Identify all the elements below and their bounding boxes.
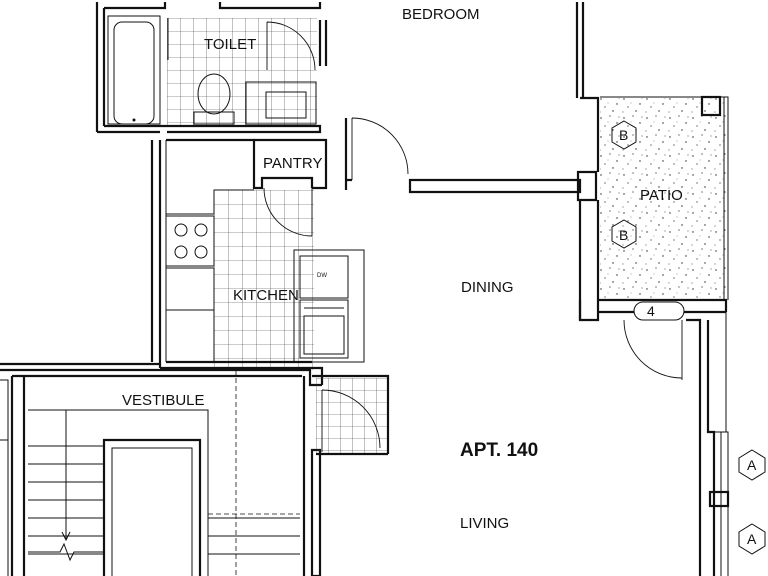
living-label: LIVING [460,515,509,532]
toilet-wall-right [318,20,328,66]
patio-door[interactable] [623,319,683,380]
dining-area: BEDROOM DINING [344,2,600,322]
svg-text:B: B [619,227,628,243]
bedroom-door[interactable] [351,117,409,180]
kitchen-floor-tiles [214,190,314,370]
stair-arrow [61,410,71,542]
patio-post [700,95,722,117]
living-window [714,431,729,576]
refrigerator-column: DW [293,249,365,363]
elevator-door [102,438,202,576]
vestibule-left-edge [0,379,9,576]
kitchen-label: KITCHEN [233,287,299,304]
window-marker-a-upper: A [738,449,766,481]
patio-label: PATIO [640,187,683,204]
toilet-floor-tiles [167,18,317,126]
apartment-label: APT. 140 [460,440,538,461]
toilet-fixture [193,73,235,125]
window-mullion [708,490,730,508]
exterior-wall-right-upper [575,2,585,98]
svg-text:B: B [619,127,628,143]
toilet-room: TOILET [95,2,328,134]
vanity-sink [245,81,317,125]
kitchen-wall-left [150,140,162,368]
patio-door-tag: 4 [647,303,655,319]
pantry-label: PANTRY [263,155,322,172]
toilet-wall-bottom [97,124,322,134]
bedroom-door-jamb [344,118,352,190]
toilet-door[interactable] [266,21,316,71]
svg-text:A: A [747,531,757,547]
vestibule-wall-left [10,376,26,576]
svg-text:A: A [747,457,757,473]
dishwasher-tag: DW [317,273,327,279]
bathtub [107,15,161,125]
stair-hidden-edge [208,370,300,576]
patio-wall-left [576,96,600,322]
dining-label: DINING [461,279,514,296]
entry-tiles [316,378,388,454]
bedroom-wall-bottom [408,178,582,194]
patio-door-sill [633,301,685,321]
patio-gravel [600,98,726,300]
exterior-wall-right: A A [578,300,766,576]
entry-door-area [312,374,390,456]
patio-fence [600,96,729,300]
vestibule-label: VESTIBULE [122,392,205,409]
cooktop [165,215,215,267]
vestibule: VESTIBULE [0,362,322,576]
patio-marker-b-lower: B [611,219,637,249]
patio: 4 B B PATIO [598,95,729,380]
patio-wall-bottom [598,298,728,314]
toilet-wall-top [104,2,322,10]
entry-door[interactable] [321,389,381,452]
pantry-door[interactable] [263,187,313,237]
stair-break-line [28,542,104,562]
toilet-wall-left [95,2,106,132]
oven [299,299,349,359]
toilet-label: TOILET [204,36,256,53]
patio-marker-b-upper: B [611,120,637,150]
stair [28,370,300,576]
window-marker-a-lower: A [738,523,766,555]
bedroom-label: BEDROOM [402,6,480,23]
kitchen-area: DW PANTRY KITCHEN [150,138,365,385]
